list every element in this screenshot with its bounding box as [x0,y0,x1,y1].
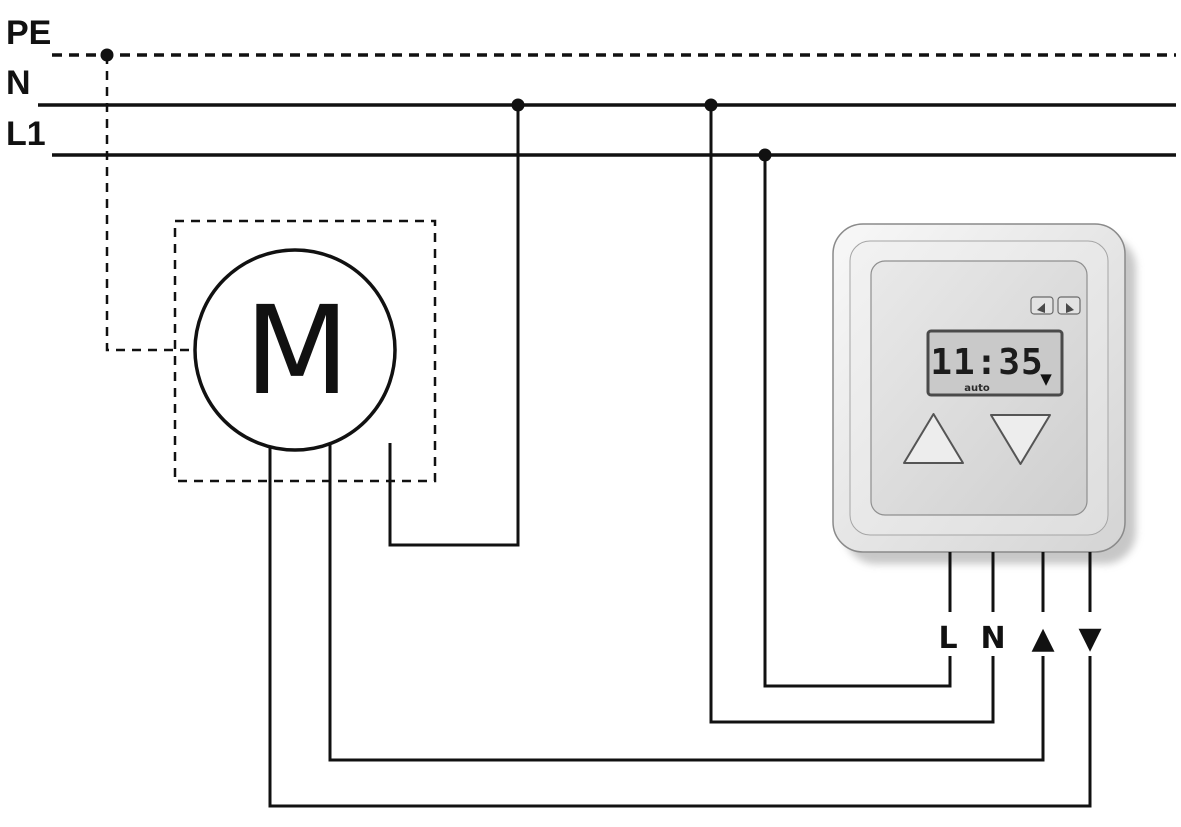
terminal-label-l: L [938,621,957,656]
timer-l-wire [763,155,952,688]
pe-branch-wire [105,55,194,352]
l1-junction-dot [758,148,772,162]
n-junction-dot-2 [704,98,718,112]
pe-bus-label: PE [6,14,51,52]
n-branch-wire [388,105,520,547]
small-right-arrow-icon [1066,303,1074,313]
pe-junction-dot [100,48,114,62]
motor-circle [193,248,397,452]
motor-label: M [244,280,349,422]
lcd-auto-label: auto [964,383,990,394]
terminal-label-up: ▲ [1031,621,1054,656]
timer-up-wire [328,444,1045,762]
terminal-label-n: N [980,621,1005,656]
l1-bus-label: L1 [6,115,46,153]
lcd-down-arrow-icon: ▼ [1040,370,1052,388]
n-junction-dot-1 [511,98,525,112]
down-button-icon [990,414,1051,465]
timer-down-wire [268,447,1092,808]
timer-small-button-right [1057,296,1081,315]
timer-lcd [926,329,1064,397]
terminal-label-down: ▼ [1078,621,1101,656]
small-left-arrow-icon [1037,303,1045,313]
n-bus-label: N [6,64,31,102]
motor-boundary-box [173,219,437,483]
timer-small-button-left [1030,296,1054,315]
timer-device: 11:35 ▼ auto [832,223,1136,564]
timer-n-wire [709,105,995,724]
up-button-icon [903,413,964,464]
lcd-time: 11:35 [930,342,1043,383]
